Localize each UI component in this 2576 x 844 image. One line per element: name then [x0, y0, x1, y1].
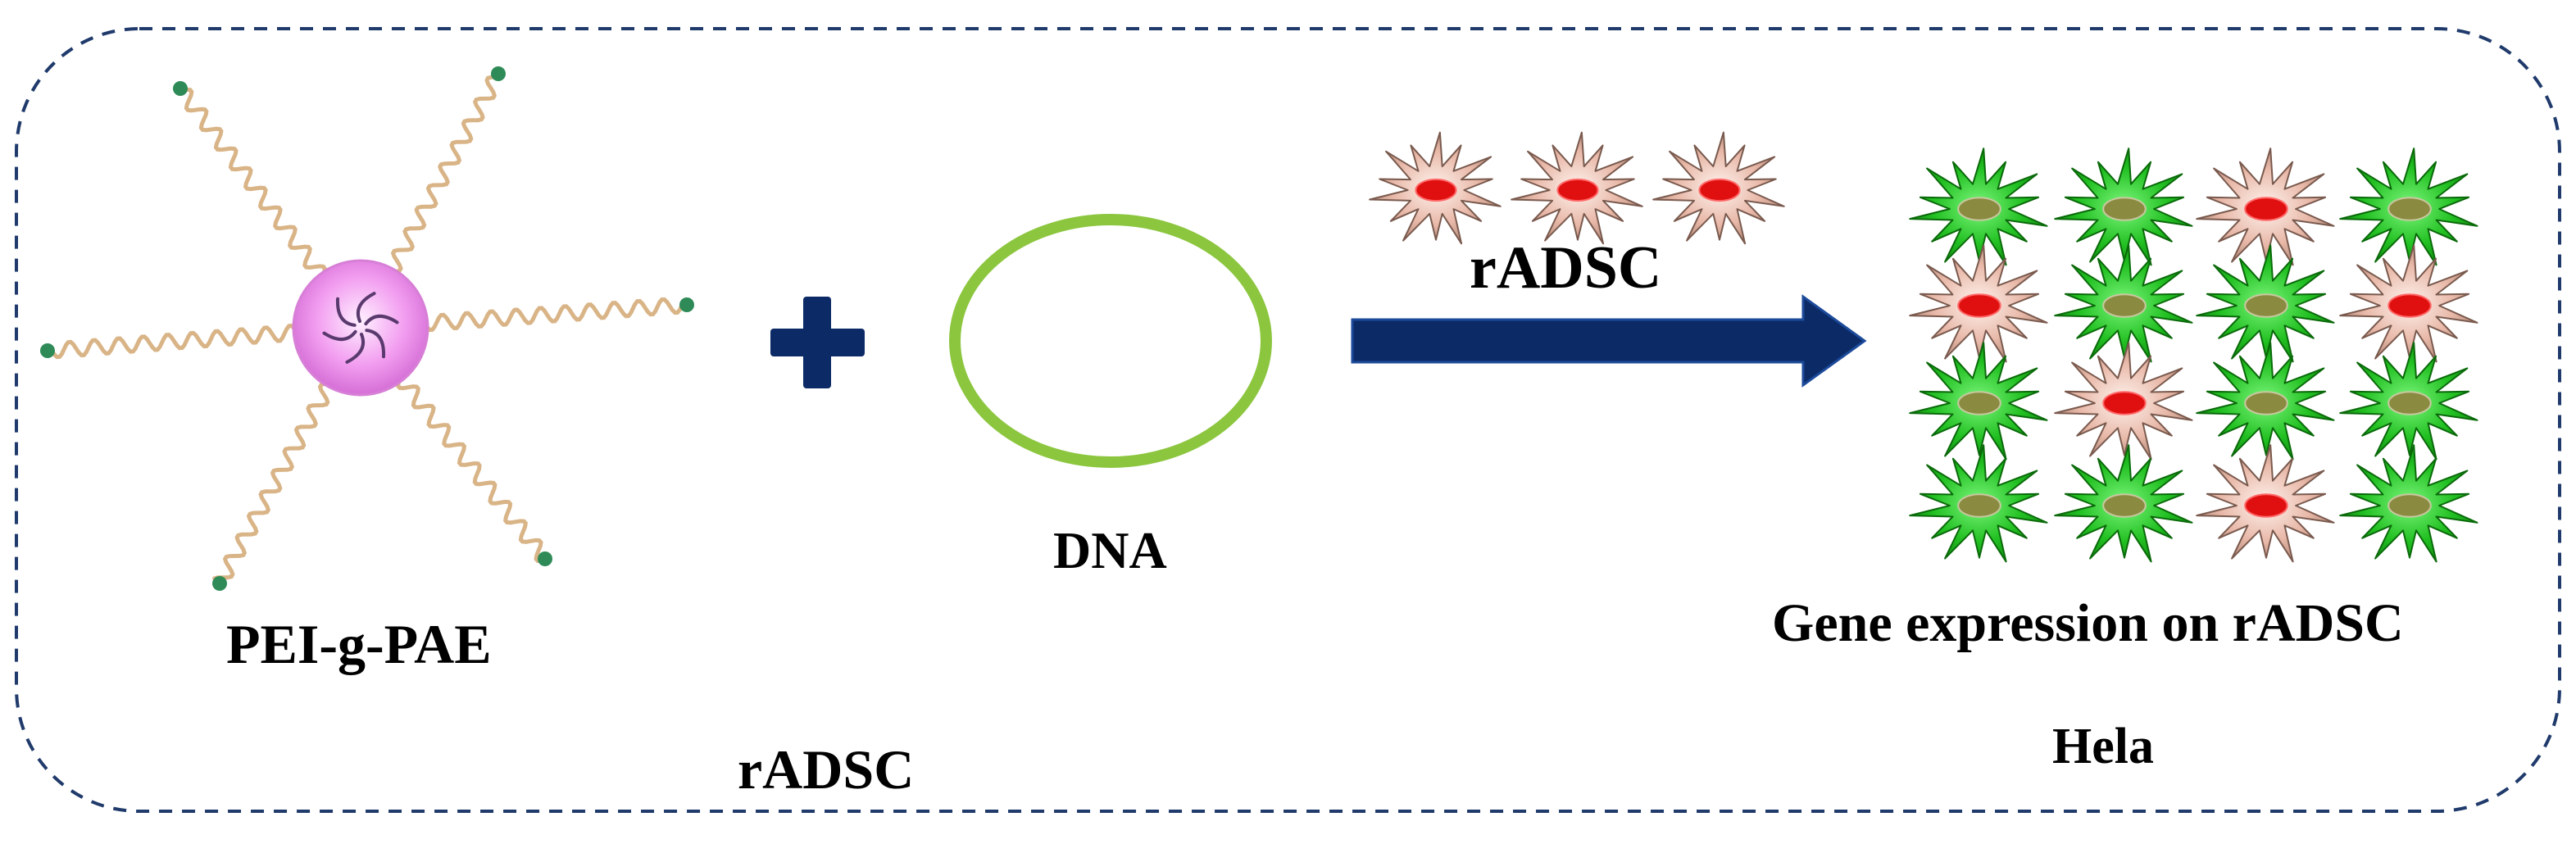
nucleus: [2244, 493, 2288, 518]
arm-end-dot: [538, 551, 552, 566]
nucleus: [2102, 391, 2147, 415]
cell-pink-icon: [1652, 131, 1785, 245]
cell-green-icon: [1909, 342, 2048, 461]
dashed-border: [15, 27, 2561, 813]
core-strand: [365, 329, 385, 359]
nucleus: [2102, 493, 2147, 518]
nucleus: [2387, 197, 2432, 221]
cell-green-icon: [1909, 147, 2048, 266]
gene-expression-label: Gene expression on rADSC: [1772, 593, 2404, 653]
cell-pink-icon: [2196, 147, 2335, 266]
arm-end-dot: [491, 66, 506, 81]
dna-label: DNA: [1053, 521, 1167, 579]
nucleus: [2387, 391, 2432, 415]
cell-grid: [1909, 147, 2478, 563]
core-strand: [345, 332, 366, 364]
nucleus: [2244, 391, 2288, 415]
nucleus: [1415, 178, 1457, 202]
polymer-arm: [396, 375, 543, 564]
polymer-arm: [422, 297, 687, 333]
nucleus: [2387, 493, 2432, 518]
nucleus: [1957, 493, 2001, 518]
arm-end-dot: [40, 343, 55, 358]
cell-pink-icon: [2196, 444, 2335, 563]
polymer-arm: [388, 75, 504, 274]
nucleus: [1698, 178, 1741, 202]
cell-green-icon: [2339, 444, 2478, 563]
cell-green-icon: [2196, 342, 2335, 461]
polymer-arm: [47, 324, 299, 360]
nucleus: [2244, 197, 2288, 221]
arm-end-dot: [212, 576, 227, 591]
polymer-arm: [212, 381, 332, 581]
arm-end-dot: [173, 81, 188, 96]
cell-top-label: rADSC: [1470, 234, 1662, 302]
polymer-arm: [179, 87, 327, 279]
cell-pink-icon: [1909, 244, 2048, 363]
cell-pink-icon: [1511, 131, 1643, 245]
polymer-core: [292, 259, 429, 397]
cell-green-icon: [2196, 244, 2335, 363]
nucleus: [1556, 178, 1599, 202]
cell-green-icon: [2339, 342, 2478, 461]
nucleus: [2102, 293, 2147, 318]
cell-green-icon: [2054, 244, 2193, 363]
nucleus: [1957, 391, 2001, 415]
top-cells-row: [1369, 131, 1785, 245]
arm-end-dot: [679, 297, 694, 312]
nucleus: [1957, 293, 2001, 318]
cell-green-icon: [2054, 147, 2193, 266]
nucleus: [2244, 293, 2288, 318]
cell-pink-icon: [1369, 131, 1502, 245]
core-strand: [364, 314, 399, 326]
cell-green-icon: [2054, 444, 2193, 563]
cell-green-icon: [2339, 147, 2478, 266]
bottom-left-label: rADSC: [738, 738, 915, 801]
plus-icon: [770, 297, 865, 388]
polymer-label: PEI-g-PAE: [226, 613, 492, 675]
cell-green-icon: [1909, 444, 2048, 563]
core-strand: [356, 292, 376, 324]
arrow-right-icon: [1351, 294, 1867, 388]
nucleus: [2102, 197, 2147, 221]
nucleus: [1957, 197, 2001, 221]
core-strand: [322, 329, 357, 342]
cell-pink-icon: [2054, 342, 2193, 461]
cell-pink-icon: [2339, 244, 2478, 363]
polymer-star-icon: [40, 66, 694, 591]
bottom-right-label: Hela: [2052, 719, 2154, 774]
nucleus: [2387, 293, 2432, 318]
core-strand: [336, 297, 357, 327]
dna-plasmid-ring: [949, 214, 1272, 468]
